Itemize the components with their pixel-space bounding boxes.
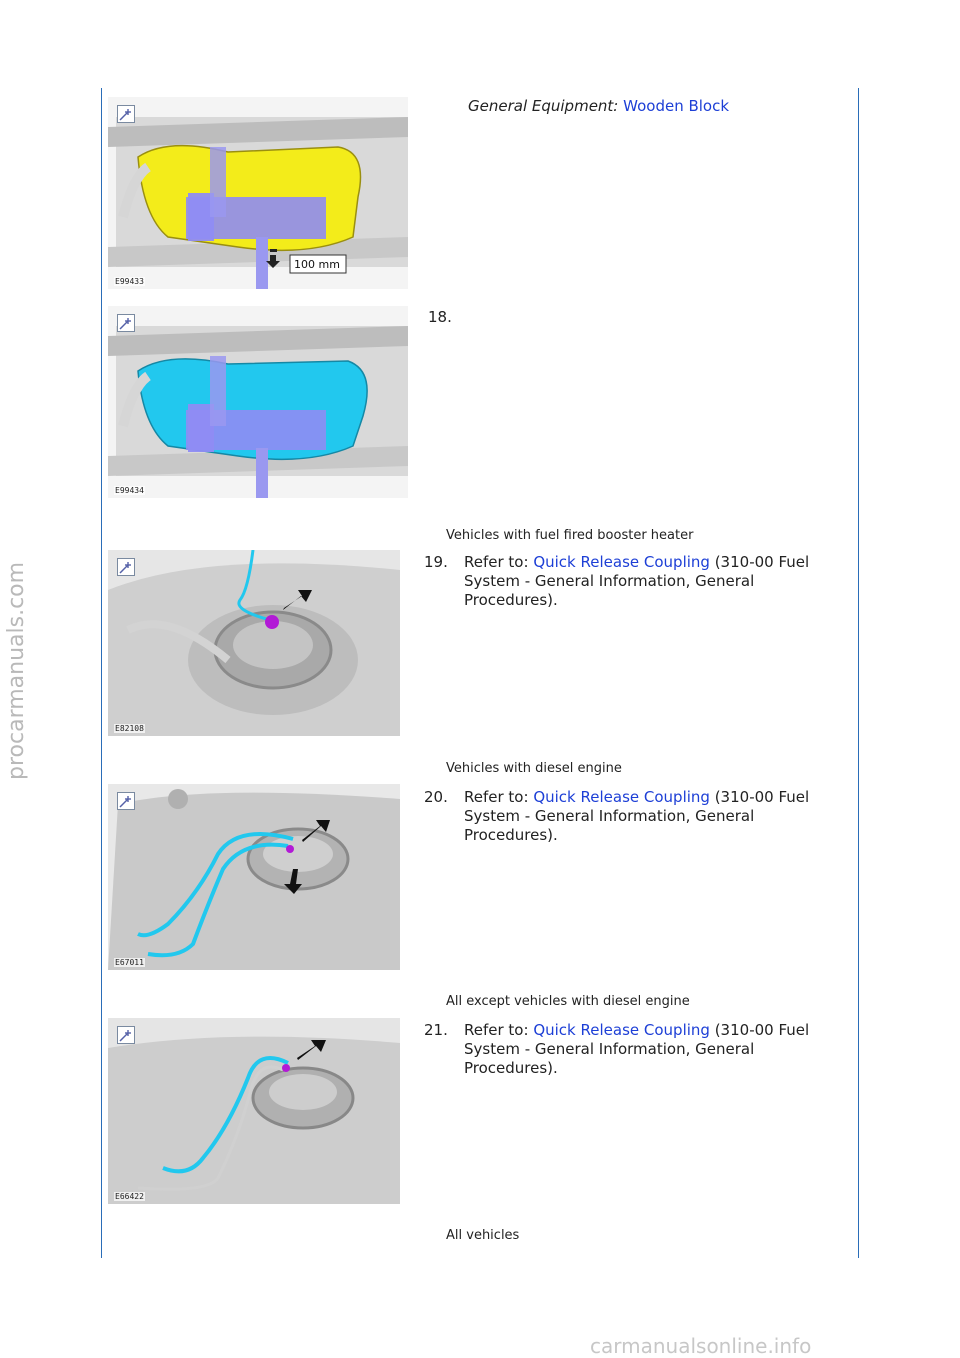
step-21-instruction: Refer to: Quick Release Coupling (310-00… [464,1021,834,1078]
figure-code: E99434 [114,486,145,495]
equipment-line: General Equipment: Wooden Block [468,97,729,116]
bottom-watermark: carmanualsonline.info [590,1334,812,1358]
quick-release-coupling-link[interactable]: Quick Release Coupling [533,1021,710,1039]
fuel-tank-cyan-illustration [108,306,408,498]
step-number-20: 20. [424,788,448,806]
refer-details: (310-00 Fuel System - General Informatio… [464,788,810,844]
section-note-all-vehicles: All vehicles [446,1228,520,1243]
fuel-pump-flange-illustration-3 [108,1018,400,1204]
step-20-instruction: Refer to: Quick Release Coupling (310-00… [464,788,834,845]
figure-code: E66422 [114,1192,145,1201]
side-watermark: procarmanuals.com [4,561,29,780]
figure-e99434[interactable]: E99434 [108,306,408,498]
refer-to-label: Refer to: [464,1021,529,1039]
fuel-pump-flange-illustration-2 [108,784,400,970]
step-number-18: 18. [428,308,452,326]
section-note-diesel: Vehicles with diesel engine [446,761,622,776]
figure-code: E99433 [114,277,145,286]
wooden-block-link[interactable]: Wooden Block [623,97,730,115]
fuel-tank-yellow-illustration [108,97,408,289]
quick-release-coupling-link[interactable]: Quick Release Coupling [533,788,710,806]
figure-e67011[interactable]: E67011 [108,784,400,970]
figure-e99433[interactable]: 100 mm E99433 [108,97,408,289]
step-number-19: 19. [424,553,448,571]
right-rule [858,88,859,1258]
figure-callout-100mm: 100 mm [294,258,340,271]
magnify-plus-icon[interactable] [117,1026,135,1044]
equipment-label: General Equipment: [468,97,619,115]
figure-code: E67011 [114,958,145,967]
magnify-plus-icon[interactable] [117,792,135,810]
refer-to-label: Refer to: [464,788,529,806]
section-note-except-diesel: All except vehicles with diesel engine [446,994,690,1009]
left-rule [101,88,102,1258]
figure-e82108[interactable]: E82108 [108,550,400,736]
magnify-plus-icon[interactable] [117,314,135,332]
refer-to-label: Refer to: [464,553,529,571]
magnify-plus-icon[interactable] [117,105,135,123]
section-note-fuel-fired: Vehicles with fuel fired booster heater [446,528,694,543]
step-number-21: 21. [424,1021,448,1039]
step-19-instruction: Refer to: Quick Release Coupling (310-00… [464,553,834,610]
figure-e66422[interactable]: E66422 [108,1018,400,1204]
fuel-pump-flange-illustration-1 [108,550,400,736]
refer-details: (310-00 Fuel System - General Informatio… [464,553,810,609]
magnify-plus-icon[interactable] [117,558,135,576]
refer-details: (310-00 Fuel System - General Informatio… [464,1021,810,1077]
figure-code: E82108 [114,724,145,733]
quick-release-coupling-link[interactable]: Quick Release Coupling [533,553,710,571]
